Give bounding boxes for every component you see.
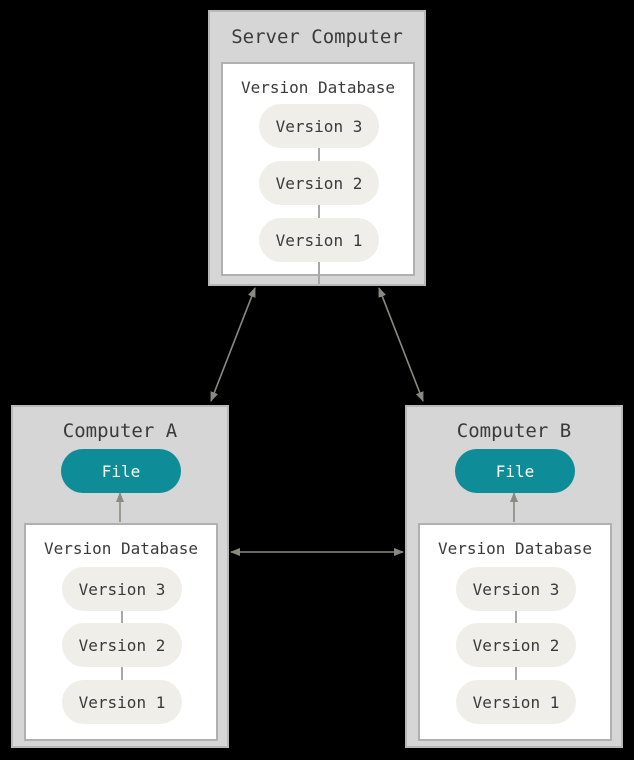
server-version-1: Version 1 [259,218,379,262]
server-computer-a-arrow [210,287,256,402]
server-computer-b-arrow [378,287,424,402]
server-database-title: Version Database [240,78,396,97]
computer-b-file: File [455,449,575,493]
computer-a: Computer A File Version Database Version… [11,405,229,748]
computer-b: Computer B File Version Database Version… [405,405,623,748]
server-version-database: Version Database Version 3 Version 2 Ver… [221,62,415,284]
server-version-link [318,144,320,284]
server-version-2: Version 2 [259,161,379,205]
computer-b-database-title: Version Database [437,539,593,558]
computer-b-version-1: Version 1 [456,680,576,724]
server-computer-title: Server Computer [231,26,403,48]
server-computer: Server Computer Version Database Version… [208,10,426,286]
computer-a-version-2: Version 2 [62,623,182,667]
computer-b-version-database: Version Database Version 3 Version 2 Ver… [418,523,612,741]
computer-a-version-3: Version 3 [62,567,182,611]
computer-a-version-database: Version Database Version 3 Version 2 Ver… [24,523,218,741]
computer-b-title: Computer B [456,420,572,442]
computer-b-version-2: Version 2 [456,623,576,667]
computer-a-file: File [61,449,181,493]
computer-a-version-1: Version 1 [62,680,182,724]
server-version-3: Version 3 [259,104,379,148]
computer-b-version-3: Version 3 [456,567,576,611]
computer-a-database-title: Version Database [43,539,199,558]
computer-a-title: Computer A [62,420,178,442]
